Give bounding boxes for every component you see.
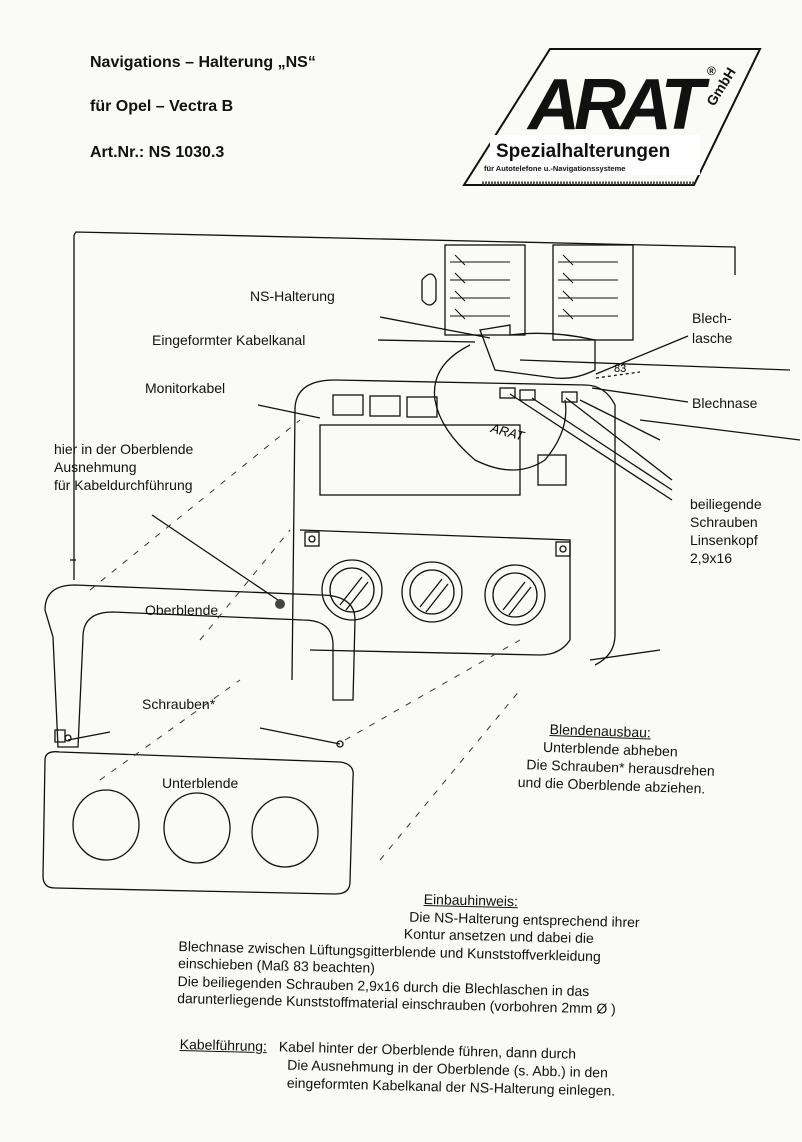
- logo-tagline: Spezialhalterungen: [496, 141, 670, 162]
- label-kabelkanal: Eingeformter Kabelkanal: [152, 332, 306, 348]
- article-number: Art.Nr.: NS 1030.3: [90, 144, 225, 161]
- arat-logo: ARAT ® GmbH Spezialhalterungen für Autot…: [462, 47, 762, 187]
- label-ns-halterung: NS-Halterung: [250, 288, 335, 304]
- kabel-section: Kabelführung: Kabel hinter der Oberblend…: [179, 1035, 616, 1099]
- kabel-heading: Kabelführung:: [179, 1035, 268, 1055]
- einbau-section: Einbauhinweis: Die NS-Halterung entsprec…: [177, 890, 640, 1017]
- logo-brand: ARAT: [526, 65, 711, 145]
- doc-subtitle: für Opel – Vectra B: [90, 98, 234, 115]
- logo-subline: für Autotelefone u.-Navigationssysteme: [484, 164, 625, 173]
- dimension-83: 83: [614, 363, 626, 375]
- doc-title: Navigations – Halterung „NS“: [90, 54, 316, 71]
- label-oberblende: Oberblende: [145, 602, 219, 618]
- label-monitorkabel: Monitorkabel: [145, 380, 226, 396]
- label-unterblende: Unterblende: [162, 775, 239, 791]
- bracket-stamp: ARAT: [488, 420, 526, 444]
- label-blechnase: Blechnase: [692, 395, 758, 411]
- label-schrauben: Schrauben*: [142, 696, 216, 712]
- label-blechlasche: Blech- lasche: [692, 310, 733, 346]
- logo-registered: ®: [707, 64, 716, 78]
- label-oberblende-note: hier in der Oberblende Ausnehmung für Ka…: [54, 441, 194, 493]
- label-schrauben-note: beiliegende Schrauben Linsenkopf 2,9x16: [690, 496, 762, 566]
- blendenausbau-section: Blendenausbau: Unterblende abheben Die S…: [517, 720, 715, 797]
